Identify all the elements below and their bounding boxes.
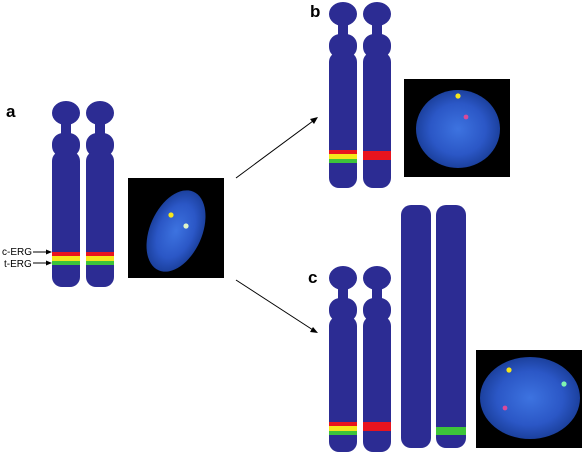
c-erg-label: c-ERG — [2, 247, 32, 258]
green-band — [329, 159, 357, 163]
green-band — [329, 431, 357, 435]
panel-a-chromosome-2 — [86, 101, 114, 287]
nucleus — [480, 357, 580, 439]
panel-c-fish-photo — [476, 350, 582, 448]
panel-b-chromosome-2 — [363, 2, 391, 188]
panel-c-label: c — [308, 268, 317, 287]
arrow-to-panel-c — [235, 279, 318, 333]
yellow-band — [329, 154, 357, 159]
fusion-signal-dot — [183, 223, 189, 229]
green-band — [436, 427, 466, 435]
panel-c-long-chromosome-1 — [401, 205, 431, 448]
panel-c-chromosome-1 — [329, 266, 357, 452]
nucleus — [416, 90, 500, 168]
green-band — [52, 261, 80, 265]
fusion-signal-dot — [168, 212, 174, 218]
red-signal-dot — [502, 405, 508, 411]
red-band — [329, 422, 357, 426]
red-band — [363, 151, 391, 160]
panel-b-fish-photo — [404, 79, 510, 177]
panel-c-long-chromosome-2 — [436, 205, 466, 448]
arrow-to-panel-b — [235, 117, 318, 179]
c-erg-arrow — [33, 249, 52, 255]
fusion-signal-dot — [455, 93, 461, 99]
yellow-band — [86, 256, 114, 261]
panel-c-chromosome-2 — [363, 266, 391, 452]
red-band — [329, 150, 357, 154]
yellow-band — [52, 256, 80, 261]
fusion-signal-dot — [506, 367, 512, 373]
red-band — [363, 422, 391, 431]
nucleus — [146, 190, 206, 272]
red-band — [52, 252, 80, 256]
green-band — [86, 261, 114, 265]
panel-a-label: a — [6, 102, 16, 121]
panel-b-label: b — [310, 2, 320, 21]
t-erg-label: t-ERG — [4, 259, 32, 270]
panel-a-chromosome-1 — [52, 101, 80, 287]
green-signal-dot — [561, 381, 567, 387]
panel-b-chromosome-1 — [329, 2, 357, 188]
t-erg-arrow — [33, 260, 52, 266]
red-band — [86, 252, 114, 256]
panel-a-fish-photo — [128, 178, 224, 278]
yellow-band — [329, 426, 357, 431]
red-signal-dot — [463, 114, 469, 120]
